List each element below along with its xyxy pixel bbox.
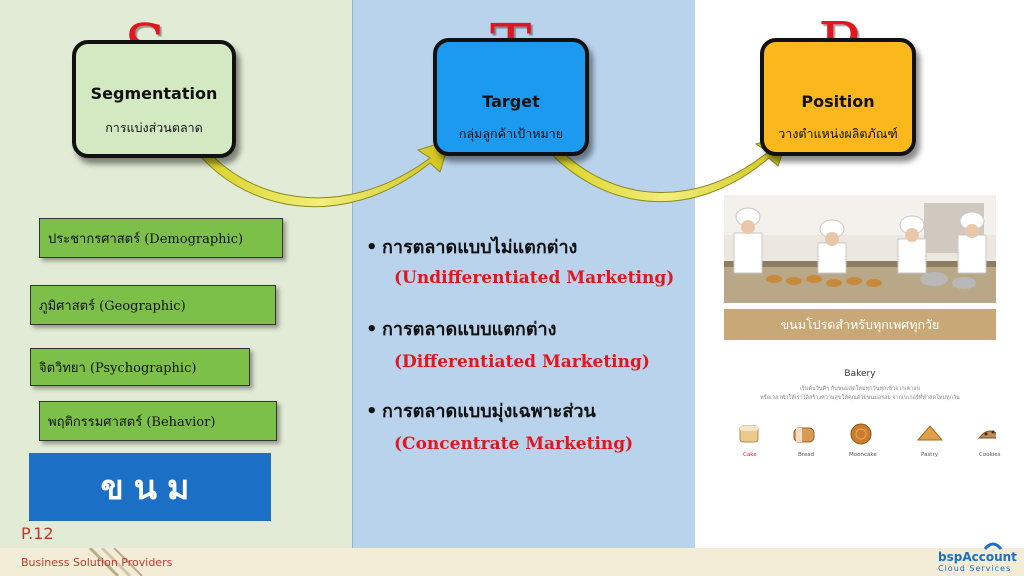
product-text: ขนม [100,468,200,508]
segment-psychographic: จิตวิทยา (Psychographic) [30,348,250,386]
target-title: Target [482,92,540,111]
brand-bsp: bsp [938,550,963,564]
arrow-s-to-t [191,137,451,208]
target-subtitle: กลุ่มลูกค้าเป้าหมาย [458,126,564,141]
bakery-category-labels: Cake Bread Mooncake Pastry Cookies [724,452,1001,462]
target-bullet-1-thai: การตลาดแบบไม่แตกต่าง [382,237,578,258]
position-subtitle: วางตำแหน่งผลิตภัณฑ์ [778,126,898,141]
brand-account: Account [962,550,1017,564]
bread-icon [793,427,815,443]
target-bullet-1: •การตลาดแบบไม่แตกต่าง [366,237,578,258]
brand-sub: Cloud Services [938,564,1012,573]
category-pastry[interactable]: Pastry [921,452,938,458]
footer-bar [0,548,1024,576]
target-bullet-2: •การตลาดแบบแตกต่าง [366,319,557,340]
target-bullet-1-eng: (Undifferentiated Marketing) [394,268,675,288]
mooncake-icon [850,423,872,445]
target-box: Target กลุ่มลูกค้าเป้าหมาย [433,38,589,156]
target-bullet-2-eng: (Differentiated Marketing) [394,352,650,372]
bakery-heading: Bakery [844,369,876,379]
position-banner-text: ขนมโปรดสำหรับทุกเพศทุกวัย [780,316,940,332]
segmentation-title: Segmentation [90,84,218,103]
category-cake[interactable]: Cake [743,452,757,458]
cookies-icon [977,430,996,439]
segment-geographic: ภูมิศาสตร์ (Geographic) [30,285,276,325]
pastry-icon [916,425,944,441]
bakery-category-icons [739,423,996,445]
page-number: P.12 [21,524,54,543]
bakers-photo [724,195,996,303]
footer-stripes [88,548,143,576]
segment-behavior: พฤติกรรมศาสตร์ (Behavior) [39,401,277,441]
product-label: ขนม [29,453,271,521]
target-bullet-3-eng: (Concentrate Marketing) [394,434,634,454]
target-bullet-2-thai: การตลาดแบบแตกต่าง [382,319,557,340]
bakery-desc-1: เริ่มต้นวันดีๆ กับขนมสดใหม่ทุกวันทุกเช้า… [799,386,921,392]
segmentation-box: Segmentation การแบ่งส่วนตลาด [72,40,236,158]
category-mooncake[interactable]: Mooncake [849,452,877,458]
position-title: Position [801,92,875,111]
position-box: Position วางตำแหน่งผลิตภัณฑ์ [760,38,916,156]
target-bullet-3: •การตลาดแบบมุ่งเฉพาะส่วน [366,401,596,422]
target-bullet-3-thai: การตลาดแบบมุ่งเฉพาะส่วน [382,401,596,422]
footer-tagline: Business Solution Providers [21,556,173,569]
segmentation-subtitle: การแบ่งส่วนตลาด [105,120,203,135]
category-cookies[interactable]: Cookies [979,452,1001,458]
brand-logo: bspAccount [938,550,1017,564]
bsp-logo-icon [983,542,1003,550]
cake-icon [739,425,759,443]
position-banner: ขนมโปรดสำหรับทุกเพศทุกวัย [724,309,996,340]
segment-demographic: ประชากรศาสตร์ (Demographic) [39,218,283,258]
category-bread[interactable]: Bread [798,452,815,458]
bakery-desc-2: หรือเวลาพักให้เราได้สร้างความสุขให้คุณด้… [760,395,960,401]
